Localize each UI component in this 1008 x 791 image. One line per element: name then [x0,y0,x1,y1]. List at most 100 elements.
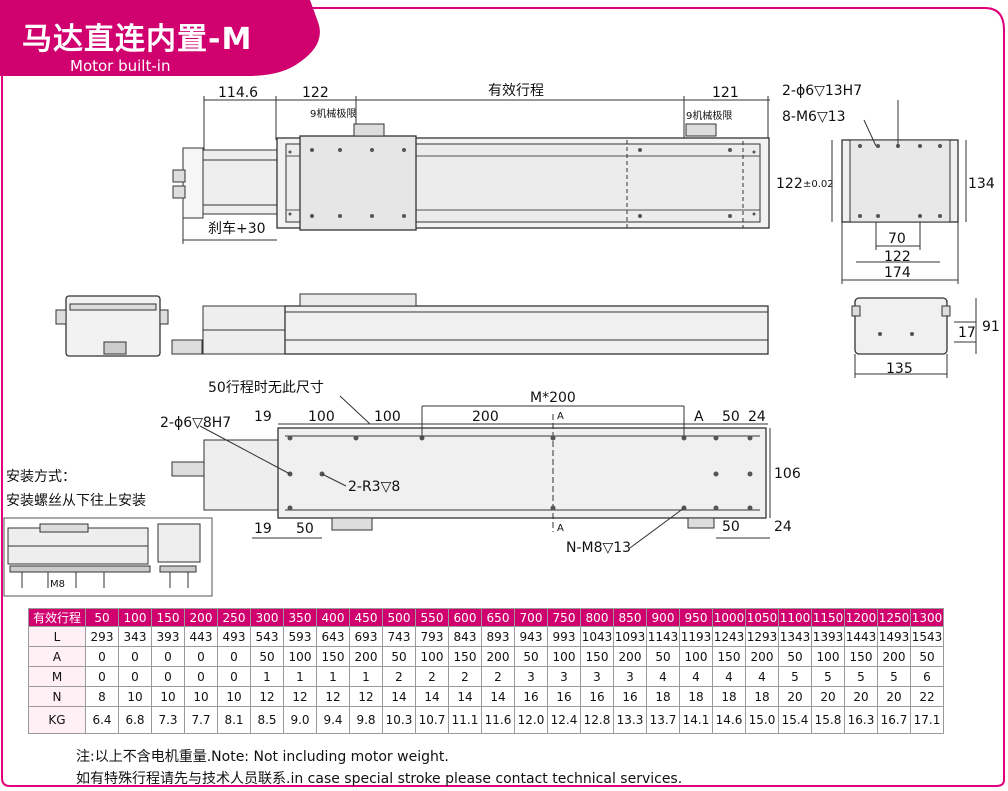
table-cell: 4 [679,666,713,687]
table-cell: 1293 [745,626,779,647]
table-cell: 200 [613,646,647,667]
table-cell: 13.3 [613,706,647,734]
table-cell: 8.1 [217,706,251,734]
install-diagram [3,517,213,597]
dim-122-height: 122 [776,176,803,192]
table-cell: 1443 [844,626,878,647]
table-cell: 7.7 [184,706,218,734]
side-view [55,293,769,357]
table-cell: 600 [448,608,482,627]
table-cell: 12.4 [547,706,581,734]
table-cell: 20 [877,686,911,707]
table-cell: 1250 [877,608,911,627]
table-cell: 150 [316,646,350,667]
table-cell: 100 [679,646,713,667]
table-cell: 1100 [778,608,812,627]
table-cell: 443 [184,626,218,647]
locating-holes-label: 2-ϕ6▽8H7 [160,415,232,431]
table-cell: 15.0 [745,706,779,734]
table-cell: 14 [481,686,515,707]
table-cell: 850 [613,608,647,627]
table-cell: 0 [118,646,152,667]
table-cell: 1 [316,666,350,687]
table-cell: 14 [382,686,416,707]
dim-m200: M*200 [530,390,576,406]
table-cell: 450 [349,608,383,627]
table-cell: 343 [118,626,152,647]
table-cell: 743 [382,626,416,647]
table-cell: 9.8 [349,706,383,734]
dim-114-6: 114.6 [218,85,259,101]
table-cell: 16 [613,686,647,707]
table-cell: 10 [184,686,218,707]
row-header: KG [28,706,86,734]
table-cell: 1043 [580,626,614,647]
table-cell: 16.3 [844,706,878,734]
table-cell: 150 [448,646,482,667]
table-cell: 14 [415,686,449,707]
table-cell: 1 [283,666,317,687]
dim-50-top: 50 [722,409,740,425]
table-cell: 2 [448,666,482,687]
table-cell: 4 [646,666,680,687]
table-cell: 3 [547,666,581,687]
table-cell: 11.6 [481,706,515,734]
table-cell: 12 [349,686,383,707]
table-cell: 2 [481,666,515,687]
dim-121: 121 [712,85,739,101]
dim-100-a: 100 [308,409,335,425]
table-cell: 20 [811,686,845,707]
table-cell: 1300 [910,608,944,627]
table-cell: 12 [283,686,317,707]
table-cell: 13.7 [646,706,680,734]
table-cell: 14.1 [679,706,713,734]
table-cell: 593 [283,626,317,647]
holes-label-2: 8-M6▽13 [782,109,846,125]
table-cell: 2 [415,666,449,687]
table-cell: 5 [811,666,845,687]
table-cell: 100 [118,608,152,627]
row-header: A [28,646,86,667]
table-cell: 1393 [811,626,845,647]
table-cell: 50 [514,646,548,667]
install-instruction: 安装螺丝从下往上安装 [6,493,146,509]
table-cell: 6 [910,666,944,687]
dim-122-width: 122 [884,249,911,265]
dim-174: 174 [884,265,911,281]
table-cell: 12 [316,686,350,707]
note-special-stroke: 如有特殊行程请先与技术人员联系.in case special stroke p… [76,771,683,787]
table-cell: 1200 [844,608,878,627]
table-cell: 1093 [613,626,647,647]
table-cell: 9.0 [283,706,317,734]
install-method-label: 安装方式： [6,469,76,485]
table-cell: 50 [646,646,680,667]
table-cell: 50 [250,646,284,667]
page-title: 马达直连内置-M [22,22,253,57]
table-cell: 843 [448,626,482,647]
dim-200: 200 [472,409,499,425]
table-cell: 993 [547,626,581,647]
note-motor-weight: 注:以上不含电机重量.Note: Not including motor wei… [76,749,449,765]
table-cell: 200 [349,646,383,667]
dim-50-bottom-right: 50 [722,519,740,535]
table-cell: 1543 [910,626,944,647]
side-end-view [851,297,977,378]
dim-122-left: 122 [302,85,329,101]
top-view [172,96,770,244]
row-header: L [28,626,86,647]
dim-70: 70 [888,231,906,247]
table-cell: 150 [580,646,614,667]
dim-19-bottom: 19 [254,521,272,537]
table-cell: 11.1 [448,706,482,734]
table-cell: 10 [118,686,152,707]
dim-a-label: A [694,409,704,425]
dim-135: 135 [886,361,913,377]
table-cell: 3 [514,666,548,687]
table-cell: 15.4 [778,706,812,734]
